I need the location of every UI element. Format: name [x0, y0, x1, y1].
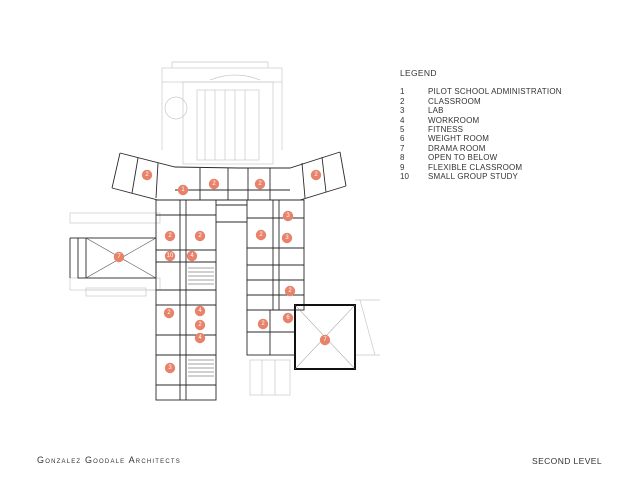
svg-text:2: 2 [288, 288, 292, 294]
room-marker: 4 [194, 305, 206, 317]
svg-text:2: 2 [198, 322, 202, 328]
room-marker: 6 [282, 312, 294, 324]
room-marker: 2 [194, 230, 206, 242]
legend-label: OPEN TO BELOW [428, 153, 498, 163]
legend: LEGEND 1 PILOT SCHOOL ADMINISTRATION 2 CLA… [400, 68, 562, 181]
room-marker: 3 [164, 362, 176, 374]
drama-room-block [294, 304, 356, 370]
svg-text:4: 4 [190, 253, 194, 259]
room-marker: 2 [284, 285, 296, 297]
room-marker: 4 [186, 250, 198, 262]
room-markers: 2 1 2 2 2 2 2 3 7 2 2 4 2 3 10 4 2 4 3 2… [113, 169, 331, 374]
svg-text:4: 4 [198, 335, 202, 341]
legend-number: 3 [400, 106, 405, 116]
legend-label: PILOT SCHOOL ADMINISTRATION [428, 87, 562, 97]
legend-item: 2 CLASSROOM [400, 97, 562, 106]
legend-label: SMALL GROUP STUDY [428, 172, 519, 182]
room-marker: 2 [310, 169, 322, 181]
room-marker: 3 [282, 210, 294, 222]
legend-label: WORKROOM [428, 115, 480, 125]
legend-number: 7 [400, 143, 405, 153]
room-marker: 2 [208, 178, 220, 190]
legend-label: FLEXIBLE CLASSROOM [428, 162, 523, 172]
svg-text:10: 10 [167, 253, 174, 259]
room-marker: 2 [141, 169, 153, 181]
legend-number: 10 [400, 172, 409, 182]
legend-item: 10 SMALL GROUP STUDY [400, 172, 562, 181]
ghost-context [69, 61, 380, 396]
legend-number: 5 [400, 125, 405, 135]
svg-text:6: 6 [286, 315, 290, 321]
legend-item: 6 WEIGHT ROOM [400, 134, 562, 143]
room-marker: 2 [255, 229, 267, 241]
svg-text:2: 2 [145, 172, 149, 178]
legend-number: 6 [400, 134, 405, 144]
legend-number: 9 [400, 162, 405, 172]
room-marker: 2 [194, 319, 206, 331]
legend-item: 5 FITNESS [400, 125, 562, 134]
legend-item: 8 OPEN TO BELOW [400, 153, 562, 162]
svg-text:3: 3 [285, 235, 289, 241]
svg-text:2: 2 [167, 310, 171, 316]
firm-name: Gonzalez Goodale Architects [37, 455, 181, 465]
room-marker: 2 [164, 230, 176, 242]
room-marker: 10 [164, 250, 176, 262]
svg-text:2: 2 [314, 172, 318, 178]
legend-label: CLASSROOM [428, 96, 481, 106]
legend-number: 1 [400, 87, 405, 97]
svg-text:3: 3 [286, 213, 290, 219]
legend-label: WEIGHT ROOM [428, 134, 490, 144]
legend-item: 3 LAB [400, 106, 562, 115]
svg-text:7: 7 [117, 254, 121, 260]
legend-label: DRAMA ROOM [428, 143, 486, 153]
legend-item: 1 PILOT SCHOOL ADMINISTRATION [400, 87, 562, 96]
legend-number: 8 [400, 153, 405, 163]
room-marker: 1 [177, 184, 189, 196]
level-label: SECOND LEVEL [532, 456, 602, 466]
plan-walls [69, 151, 347, 401]
svg-text:2: 2 [168, 233, 172, 239]
svg-text:1: 1 [181, 187, 185, 193]
room-marker: 2 [257, 318, 269, 330]
room-marker: 7 [113, 251, 125, 263]
svg-text:2: 2 [261, 321, 265, 327]
svg-text:3: 3 [168, 365, 172, 371]
room-marker: 2 [163, 307, 175, 319]
room-marker: 4 [194, 332, 206, 344]
svg-text:7: 7 [323, 337, 327, 343]
room-marker: 3 [281, 232, 293, 244]
legend-item: 4 WORKROOM [400, 116, 562, 125]
room-marker: 2 [254, 178, 266, 190]
legend-label: LAB [428, 106, 444, 116]
legend-item: 9 FLEXIBLE CLASSROOM [400, 163, 562, 172]
svg-text:2: 2 [212, 181, 216, 187]
legend-number: 2 [400, 96, 405, 106]
legend-item: 7 DRAMA ROOM [400, 144, 562, 153]
svg-text:2: 2 [258, 181, 262, 187]
room-marker: 7 [319, 334, 331, 346]
svg-text:2: 2 [259, 232, 263, 238]
legend-label: FITNESS [428, 125, 464, 135]
legend-title: LEGEND [400, 68, 437, 78]
svg-text:4: 4 [198, 308, 202, 314]
legend-number: 4 [400, 115, 405, 125]
svg-text:2: 2 [198, 233, 202, 239]
stairs [188, 267, 214, 377]
